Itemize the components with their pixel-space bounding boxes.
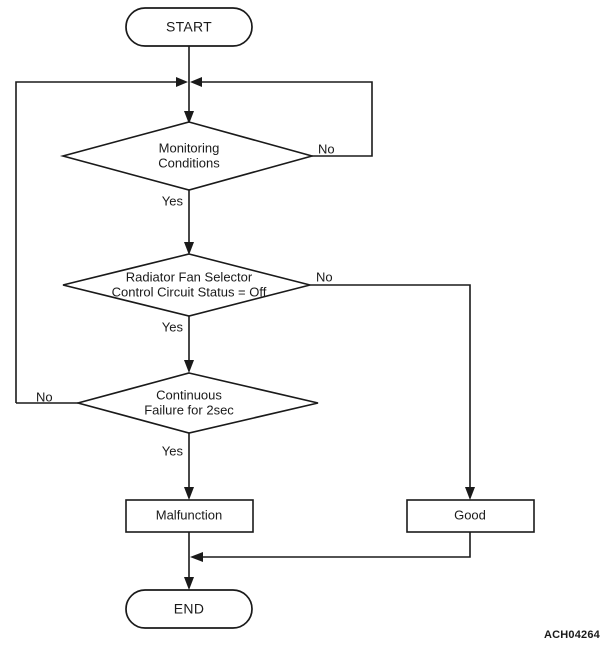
node-monitoring-conditions-label-line1: Monitoring [159, 140, 220, 155]
node-end [125, 589, 253, 629]
branch-label-radiator-no: No [316, 269, 333, 284]
node-malfunction [125, 499, 254, 533]
figure-id-code: ACH04264 [543, 629, 600, 641]
node-continuous-failure-label-line2: Failure for 2sec [144, 402, 234, 417]
connector-good-merge [196, 532, 471, 558]
branch-label-failure-yes: Yes [162, 443, 184, 458]
connector-failure-no-loop [15, 81, 182, 403]
node-good-label: Good [454, 507, 486, 522]
node-radiator-fan-status [62, 253, 311, 317]
arrowhead-into-good [465, 487, 475, 500]
node-start-label: START [166, 19, 212, 35]
node-malfunction-label: Malfunction [156, 507, 222, 522]
branch-label-monitoring-no: No [318, 141, 335, 156]
branch-label-radiator-yes: Yes [162, 319, 184, 334]
node-start [125, 7, 253, 47]
arrowhead-monitoring-no-loop [190, 77, 202, 87]
node-end-label: END [174, 601, 204, 617]
arrowhead-failure-no-loop [176, 77, 188, 87]
node-monitoring-conditions [59, 121, 316, 191]
node-good [406, 499, 535, 533]
arrowhead-into-monitoring [184, 111, 194, 124]
arrowhead-good-merge [190, 552, 203, 562]
node-continuous-failure-label-line1: Continuous [156, 387, 222, 402]
node-continuous-failure [74, 372, 319, 434]
connector-radiator-no [310, 284, 471, 494]
arrowhead-into-end [184, 577, 194, 590]
connector-monitoring-no-loop [196, 81, 373, 157]
branch-label-monitoring-yes: Yes [162, 193, 184, 208]
node-radiator-fan-status-label-line2: Control Circuit Status = Off [112, 284, 267, 299]
arrowhead-into-radiator [184, 242, 194, 255]
node-radiator-fan-status-label-line1: Radiator Fan Selector [126, 269, 253, 284]
branch-label-failure-no: No [36, 389, 53, 404]
arrowhead-into-failure [184, 360, 194, 373]
arrowhead-into-malfunction [184, 487, 194, 500]
node-monitoring-conditions-label-line2: Conditions [158, 155, 220, 170]
